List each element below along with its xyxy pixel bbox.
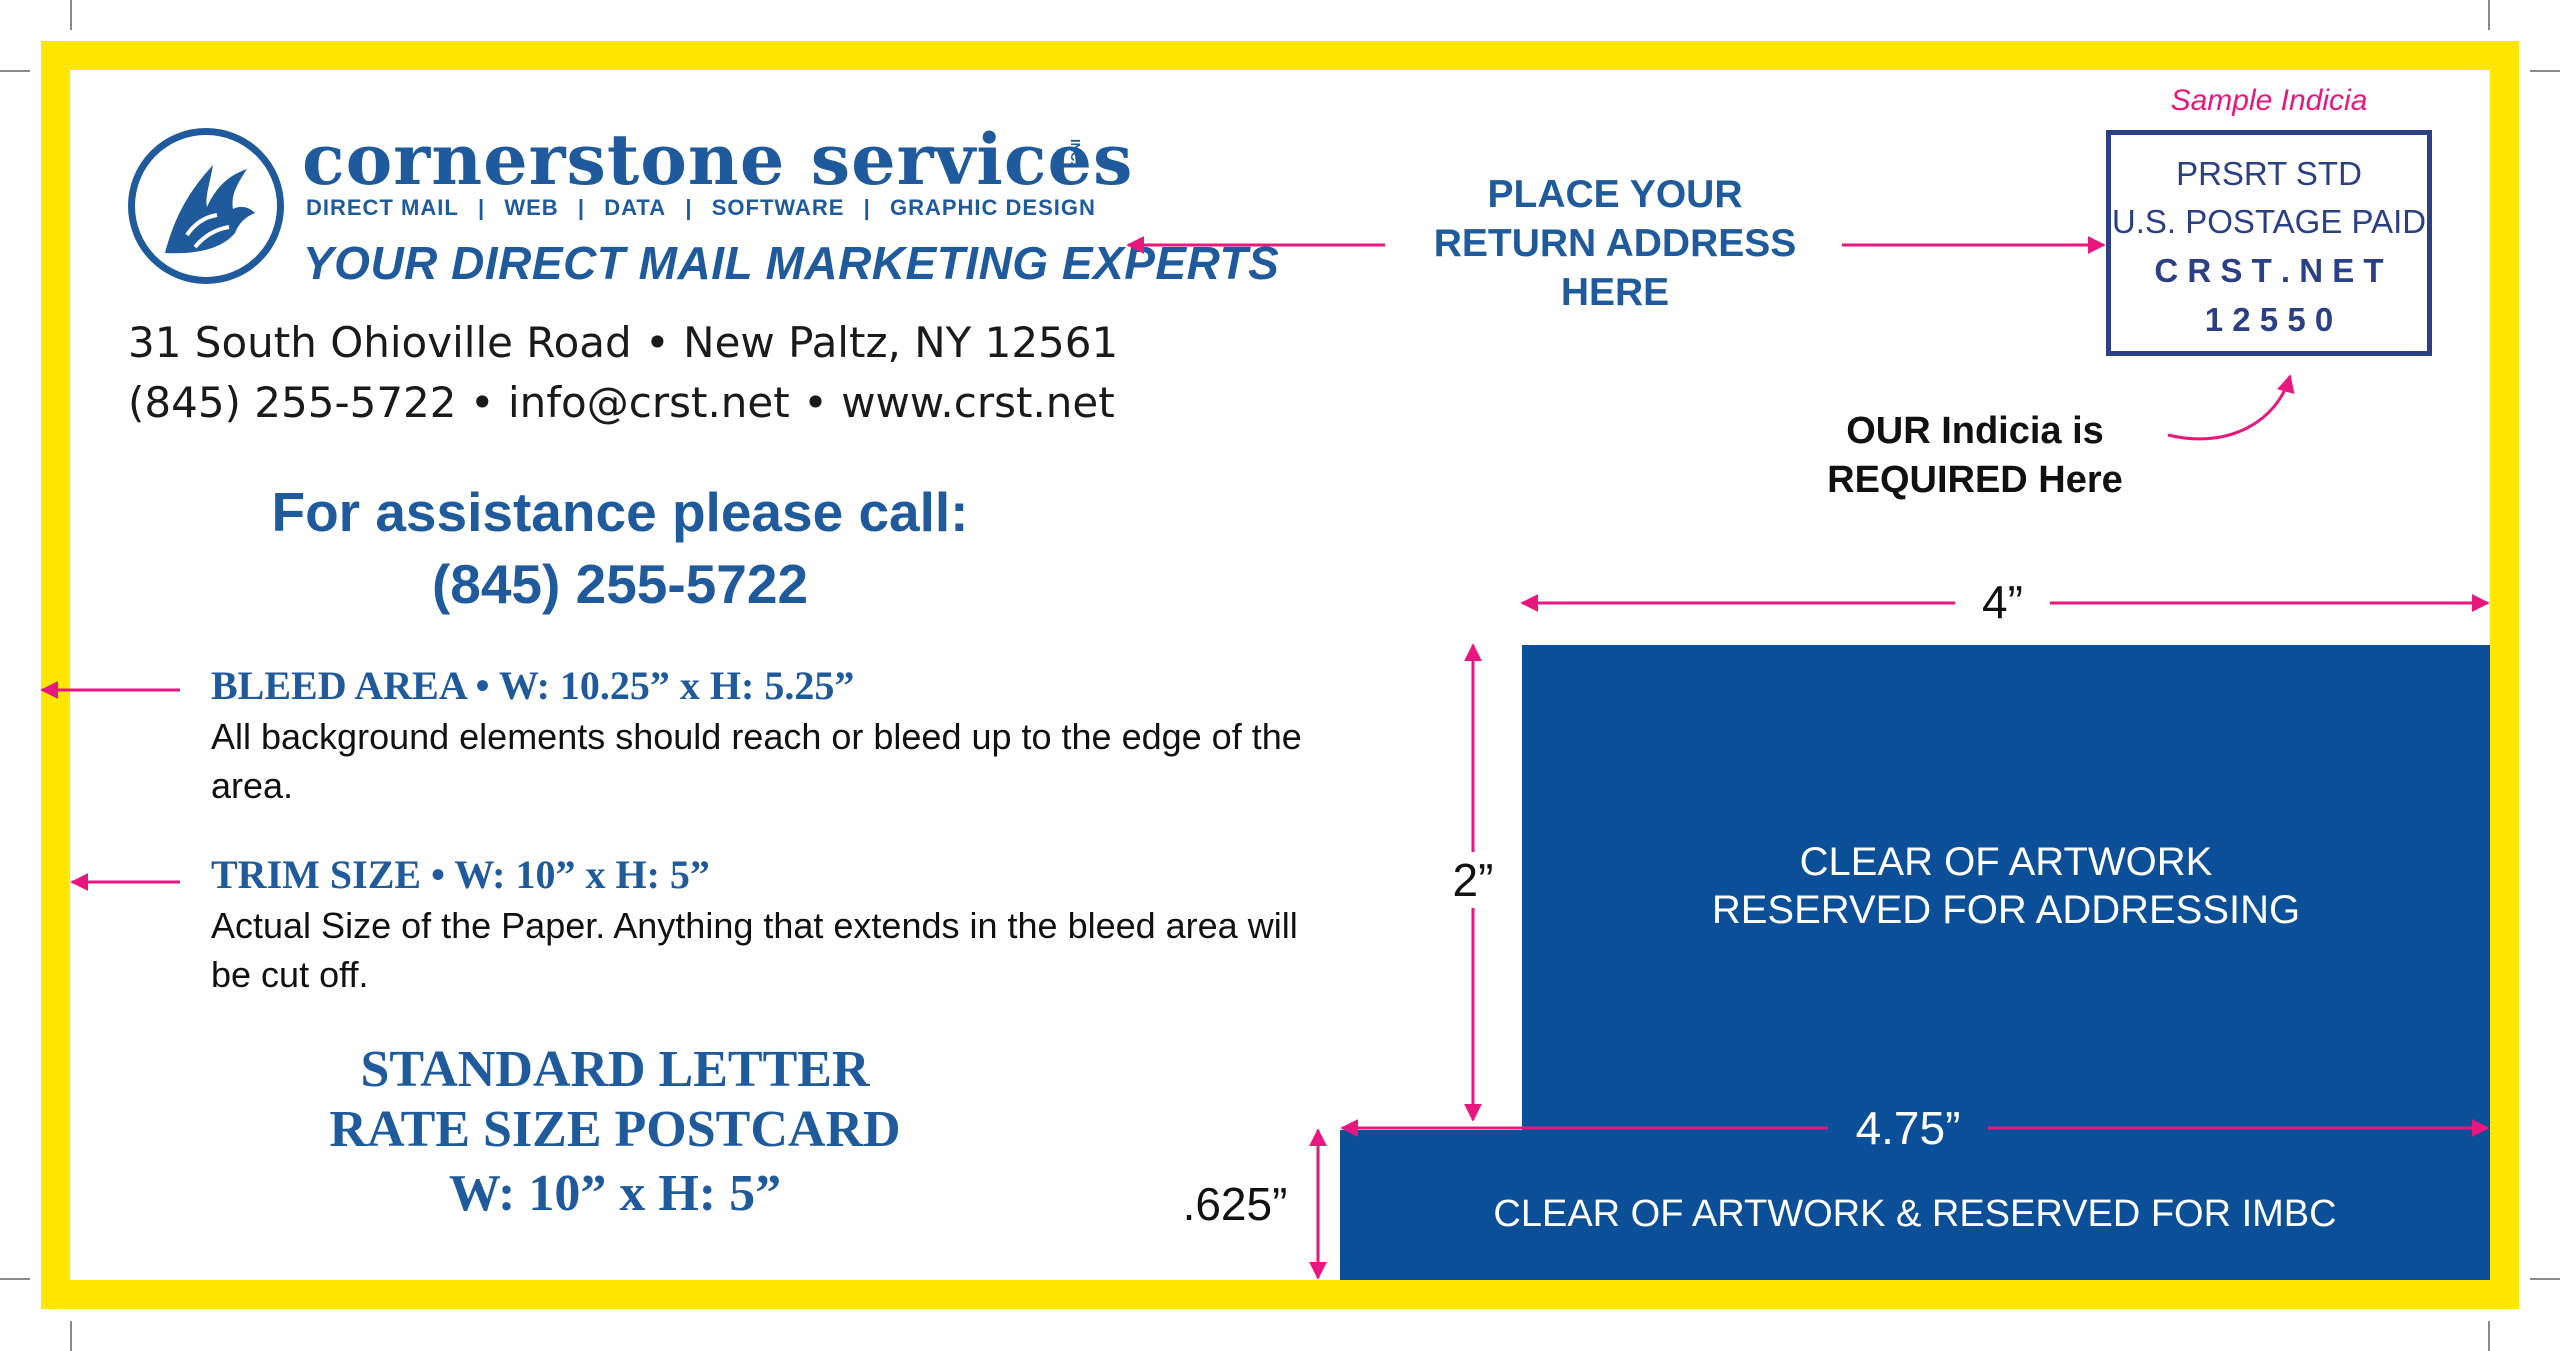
assistance-heading: For assistance please call: (271, 481, 969, 543)
service-separator: | (685, 195, 693, 220)
indicia-box: PRSRT STD U.S. POSTAGE PAID C R S T . N … (2106, 130, 2432, 356)
service-item: GRAPHIC DESIGN (889, 195, 1096, 220)
griffin-icon (165, 165, 255, 254)
crop-mark (0, 70, 30, 72)
addressing-area-label: CLEAR OF ARTWORK RESERVED FOR ADDRESSING (1522, 838, 2490, 934)
indicia-permit-type: PRSRT STD (2176, 155, 2362, 192)
bleed-area-description: All background elements should reach or … (211, 716, 1302, 806)
return-address-line: HERE (1560, 271, 1670, 314)
standard-line-2: RATE SIZE POSTCARD (329, 1101, 901, 1158)
standard-line-1: STANDARD LETTER (360, 1041, 870, 1098)
indicia-curved-arrow (2167, 374, 2295, 441)
address-height-label: 2” (1440, 852, 1506, 908)
services-list: DIRECT MAIL | WEB | DATA | SOFTWARE | GR… (306, 195, 1096, 221)
bleed-area-heading: BLEED AREA • W: 10.25” x H: 5.25” (211, 663, 855, 708)
crop-mark (2530, 70, 2560, 72)
address-width-label: 4” (1955, 574, 2050, 630)
crop-mark (70, 1321, 72, 1351)
indicia-caption: Sample Indicia (2170, 84, 2368, 117)
contact-line: (845) 255-5722 • info@crst.net • www.crs… (128, 378, 1115, 427)
indicia-note: OUR Indicia is REQUIRED Here (1790, 407, 2160, 505)
tagline: YOUR DIRECT MAIL MARKETING EXPERTS (303, 237, 1280, 289)
return-address-line: RETURN ADDRESS (1433, 222, 1797, 265)
indicia-permit-number: 1 2 5 5 0 (2204, 301, 2334, 338)
crop-mark (2488, 0, 2490, 30)
trim-size-heading: TRIM SIZE • W: 10” x H: 5” (211, 852, 710, 897)
return-address-line: PLACE YOUR (1487, 173, 1743, 216)
crop-mark (2530, 1278, 2560, 1280)
crop-mark (0, 1278, 30, 1280)
crop-mark (70, 0, 72, 30)
trim-size-description: Actual Size of the Paper. Anything that … (211, 905, 1298, 995)
standard-dimensions: W: 10” x H: 5” (448, 1165, 782, 1222)
logo-emblem (128, 128, 284, 284)
service-item: WEB (504, 195, 559, 220)
service-separator: | (863, 195, 871, 220)
indicia-postage-paid: U.S. POSTAGE PAID (2111, 203, 2427, 240)
addressing-area-line: RESERVED FOR ADDRESSING (1711, 888, 2301, 932)
service-item: DIRECT MAIL (306, 195, 459, 220)
indicia-note-line: OUR Indicia is (1846, 410, 2104, 452)
service-separator: | (477, 195, 486, 220)
company-name: cornerstone services (302, 118, 1134, 201)
return-address-placeholder: PLACE YOUR RETURN ADDRESS HERE (1390, 170, 1840, 317)
service-item: SOFTWARE (711, 195, 845, 220)
assistance-phone: (845) 255-5722 (431, 553, 809, 615)
addressing-area-line: CLEAR OF ARTWORK (1799, 840, 2213, 884)
addressing-area (1522, 645, 2490, 1135)
street-address: 31 South Ohioville Road • New Paltz, NY … (128, 318, 1119, 367)
imbc-width-label: 4.75” (1828, 1100, 1988, 1156)
indicia-note-line: REQUIRED Here (1827, 459, 2123, 501)
indicia-company: C R S T . N E T (2154, 252, 2384, 289)
imbc-height-label: .625” (1165, 1176, 1305, 1232)
service-item: DATA (604, 195, 667, 220)
crop-mark (2488, 1321, 2490, 1351)
imbc-area-label: CLEAR OF ARTWORK & RESERVED FOR IMBC (1493, 1193, 2337, 1235)
service-separator: | (577, 195, 586, 220)
